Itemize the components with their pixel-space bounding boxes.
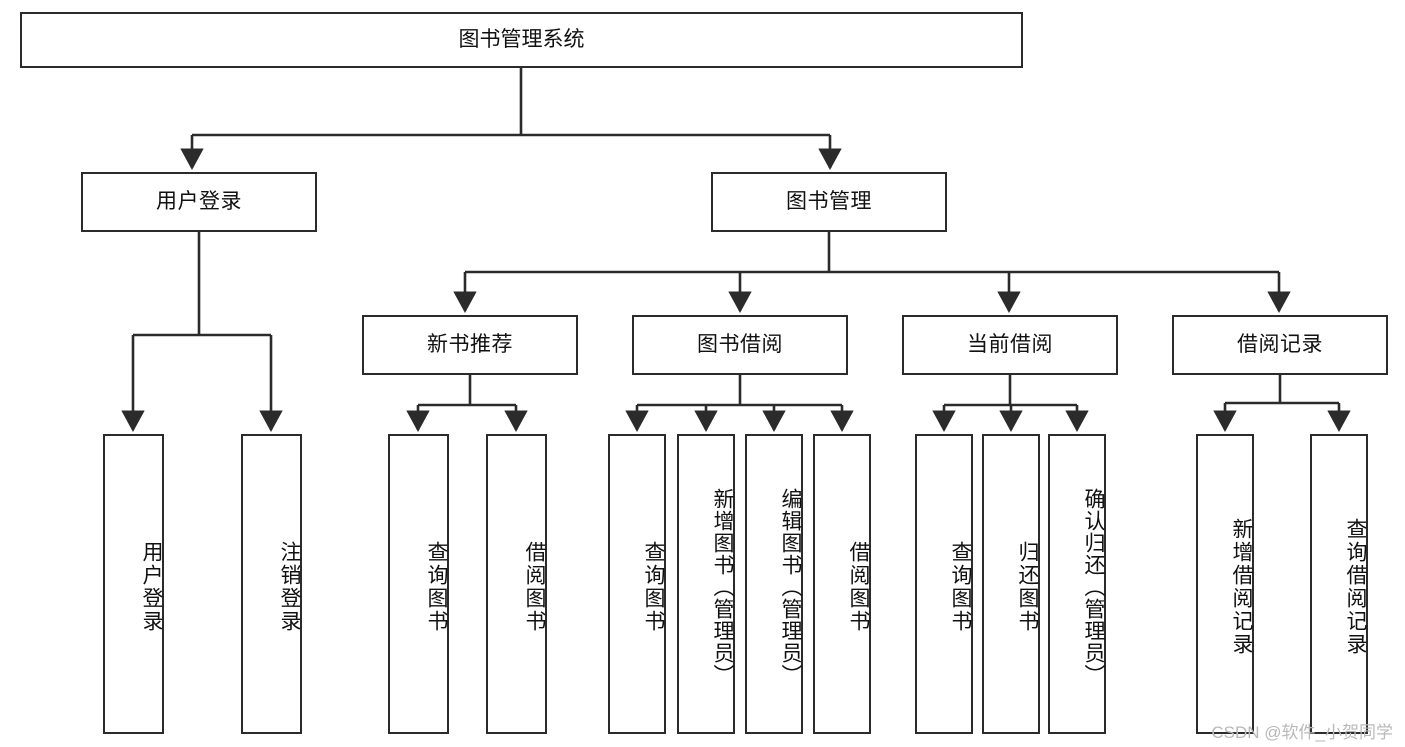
leaf-edit-book-admin[interactable]: 编辑图书（管理员） — [745, 434, 803, 734]
leaf-return-book[interactable]: 归还图书 — [982, 434, 1040, 734]
leaf-query-borrow-record[interactable]: 查询借阅记录 — [1310, 434, 1368, 734]
node-root[interactable]: 图书管理系统 — [20, 12, 1023, 68]
node-book-borrow[interactable]: 图书借阅 — [632, 315, 848, 375]
leaf-query-book-new[interactable]: 查询图书 — [388, 434, 449, 734]
node-user-login[interactable]: 用户登录 — [81, 172, 317, 232]
leaf-query-book-current[interactable]: 查询图书 — [915, 434, 973, 734]
leaf-user-logout[interactable]: 注销登录 — [241, 434, 302, 734]
leaf-confirm-return-admin[interactable]: 确认归还（管理员） — [1048, 434, 1106, 734]
node-borrow-record[interactable]: 借阅记录 — [1172, 315, 1388, 375]
leaf-borrow-book[interactable]: 借阅图书 — [813, 434, 871, 734]
node-current-borrow[interactable]: 当前借阅 — [902, 315, 1118, 375]
node-new-book-recommend[interactable]: 新书推荐 — [362, 315, 578, 375]
node-book-management[interactable]: 图书管理 — [711, 172, 947, 232]
leaf-query-book-borrow[interactable]: 查询图书 — [608, 434, 666, 734]
leaf-user-login[interactable]: 用户登录 — [103, 434, 164, 734]
leaf-add-borrow-record[interactable]: 新增借阅记录 — [1196, 434, 1254, 734]
leaf-add-book-admin[interactable]: 新增图书（管理员） — [677, 434, 735, 734]
leaf-borrow-book-new[interactable]: 借阅图书 — [486, 434, 547, 734]
